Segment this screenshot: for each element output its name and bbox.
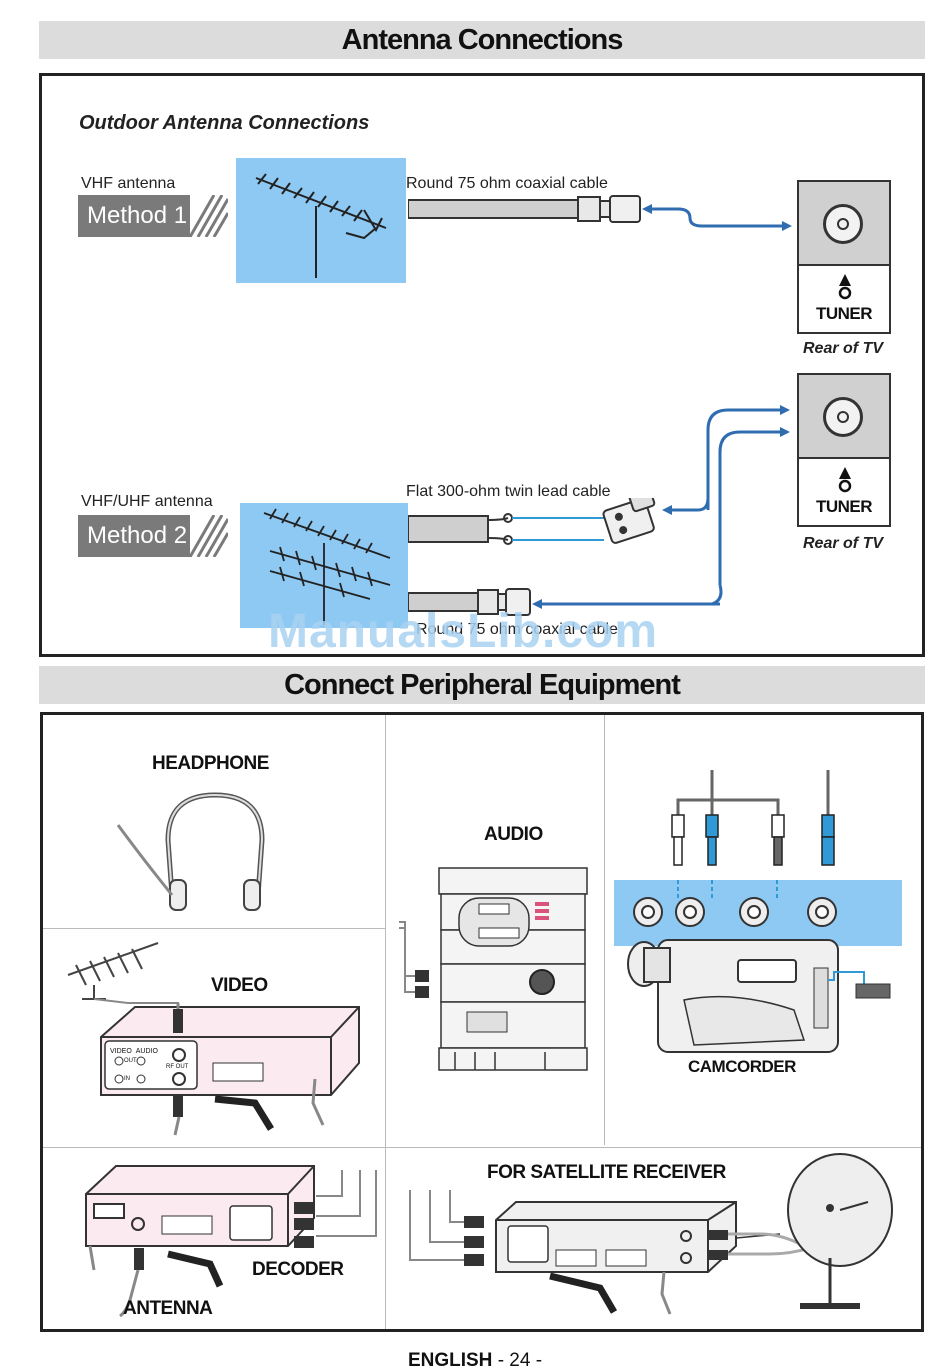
tv-rear-panel-1: TUNER — [797, 180, 891, 334]
video-label: VIDEO — [211, 975, 268, 996]
rear-of-tv-caption-2: Rear of TV — [803, 535, 884, 552]
decoder-icon — [85, 1165, 377, 1318]
divider — [604, 715, 605, 1145]
decoder-label: DECODER — [252, 1259, 344, 1280]
divider — [385, 715, 386, 1329]
satellite-receiver-icon — [409, 1190, 737, 1315]
vcr-video-label: VIDEO — [110, 1048, 132, 1055]
vcr-audio-label: AUDIO — [135, 1048, 158, 1055]
method2-coax-cable-label: Round 75 ohm coaxial cable — [416, 621, 618, 638]
footer-page-number: - 24 - — [497, 1350, 543, 1371]
audio-label: AUDIO — [484, 824, 543, 845]
camcorder-label: CAMCORDER — [688, 1057, 796, 1076]
tuner-label-1: TUNER — [815, 304, 873, 323]
method1-tag-label: Method 1 — [78, 195, 190, 237]
outdoor-antenna-title: Outdoor Antenna Connections — [79, 112, 370, 134]
method2-cable-routing — [690, 405, 790, 606]
divider — [43, 1147, 921, 1148]
antenna-jack-icon — [823, 397, 863, 437]
footer-language: ENGLISH — [407, 1350, 493, 1371]
satellite-receiver-label: FOR SATELLITE RECEIVER — [487, 1162, 726, 1183]
vcr-panel-labels: VIDEO AUDIO — [110, 1048, 158, 1056]
tuner-label-2: TUNER — [815, 497, 873, 516]
vcr-out-label: OUT — [124, 1058, 137, 1064]
twin-lead-cable — [408, 498, 710, 545]
antenna-connections-panel — [39, 73, 925, 657]
watermark: ManualsLib.com — [268, 605, 659, 658]
peripheral-panel — [40, 712, 924, 1332]
arrow-up-icon — [838, 274, 852, 300]
tv-rear-panel-2: TUNER — [797, 373, 891, 527]
peripheral-header: Connect Peripheral Equipment — [39, 666, 925, 704]
method2-antenna-label: VHF/UHF antenna — [81, 493, 213, 510]
method2-tag-label: Method 2 — [78, 515, 190, 557]
vhf-antenna-image — [236, 158, 406, 283]
method2-flat-cable-label: Flat 300-ohm twin lead cable — [406, 483, 611, 500]
page-footer: ENGLISH - 24 - — [0, 1350, 950, 1372]
stripes-icon — [188, 515, 228, 557]
audio-system-icon — [399, 867, 588, 1071]
vcr-rf-out-label: RF OUT — [166, 1064, 189, 1070]
headphone-icon — [116, 792, 265, 911]
vcr-icon — [100, 1003, 360, 1136]
satellite-dish-icon — [708, 1153, 893, 1309]
antenna-jack-icon — [823, 204, 863, 244]
av-cables-icon — [671, 770, 835, 866]
method1-cable-label: Round 75 ohm coaxial cable — [406, 175, 608, 192]
coaxial-cable-1 — [408, 195, 792, 231]
stripes-icon — [188, 195, 228, 237]
method1-antenna-label: VHF antenna — [81, 175, 176, 192]
divider — [43, 928, 385, 929]
coaxial-cable-2 — [408, 588, 720, 616]
headphone-label: HEADPHONE — [152, 753, 269, 774]
arrow-up-icon — [838, 467, 852, 493]
rear-of-tv-caption-1: Rear of TV — [803, 340, 884, 357]
antenna-label: ANTENNA — [123, 1298, 213, 1319]
vcr-in-label: IN — [124, 1076, 130, 1082]
vhf-uhf-antenna-image — [240, 503, 408, 628]
method1-tag: Method 1 — [78, 195, 228, 237]
camcorder-icon — [614, 880, 902, 1053]
antenna-connections-header: Antenna Connections — [39, 21, 925, 59]
method2-tag: Method 2 — [78, 515, 228, 557]
